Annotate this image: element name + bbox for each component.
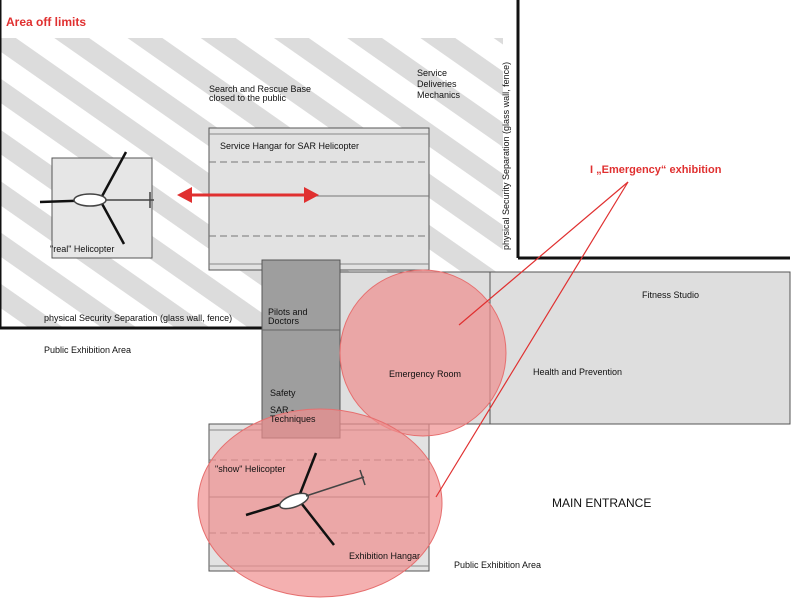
public-exhibition-area-left-label: Public Exhibition Area bbox=[44, 345, 131, 355]
central-corridor bbox=[261, 259, 341, 439]
service-label-line3: Mechanics bbox=[417, 90, 461, 100]
emergency-exhibition-label: I „Emergency“ exhibition bbox=[590, 164, 722, 176]
emergency-room-label: Emergency Room bbox=[389, 369, 461, 379]
pilots-doctors-label-line2: Doctors bbox=[268, 316, 300, 326]
service-hangar bbox=[208, 127, 430, 271]
safety-label: Safety bbox=[270, 388, 296, 398]
real-helicopter-label: "real" Helicopter bbox=[50, 244, 114, 254]
helicopter-icon bbox=[39, 151, 154, 245]
show-helicopter-label: "show" Helicopter bbox=[215, 464, 285, 474]
service-label-line1: Service bbox=[417, 68, 447, 78]
helicopter-icon bbox=[245, 452, 366, 546]
pilots-doctors-label-line1: Pilots and bbox=[268, 307, 308, 317]
main-entrance-label: MAIN ENTRANCE bbox=[552, 496, 651, 510]
emergency-exhibition-callout-lines bbox=[435, 181, 629, 498]
service-hangar-label: Service Hangar for SAR Helicopter bbox=[220, 141, 359, 151]
security-separation-horizontal-label: physical Security Separation (glass wall… bbox=[44, 313, 232, 323]
service-label-line2: Deliveries bbox=[417, 79, 457, 89]
sar-techniques-label-line2: Techniques bbox=[270, 414, 316, 424]
double-arrow-icon bbox=[177, 187, 319, 203]
security-separation-vertical-label: physical Security Separation (glass wall… bbox=[501, 62, 511, 250]
fitness-studio-label: Fitness Studio bbox=[642, 290, 699, 300]
emergency-room-highlight bbox=[339, 269, 507, 437]
sar-techniques-label-line1: SAR - bbox=[270, 405, 294, 415]
sar-base-label-line2: closed to the public bbox=[209, 93, 287, 103]
area-off-limits-label: Area off limits bbox=[6, 15, 86, 29]
exhibition-hangar-label: Exhibition Hangar bbox=[349, 551, 420, 561]
security-walls bbox=[0, 0, 790, 330]
public-exhibition-area-bottom-label: Public Exhibition Area bbox=[454, 560, 541, 570]
show-helicopter-highlight bbox=[197, 408, 443, 598]
sar-base-label-line1: Search and Rescue Base bbox=[209, 84, 311, 94]
real-helicopter-pad bbox=[51, 157, 153, 259]
health-prevention-label: Health and Prevention bbox=[533, 367, 622, 377]
